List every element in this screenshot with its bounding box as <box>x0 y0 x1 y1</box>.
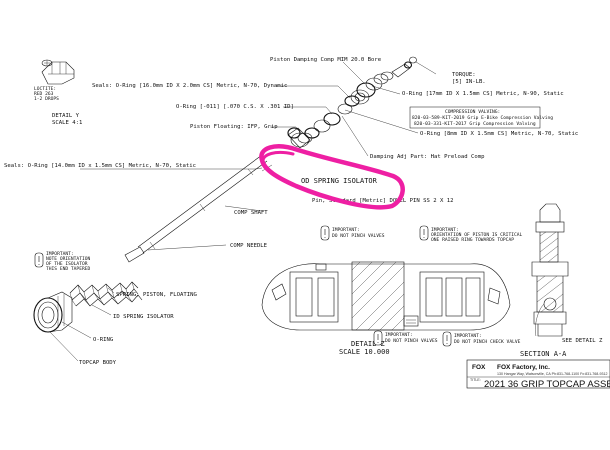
label-torque-value: [5] IN-LB. <box>452 79 486 85</box>
exclamation-icon <box>442 331 452 347</box>
note-3-line-b: ONE RAISED RING TOWARDS TOPCAP <box>431 237 514 243</box>
note-5-heading: IMPORTANT: <box>454 333 482 339</box>
company-address: 130 Hangar Way, Watsonville, CA Ph:831-7… <box>497 372 607 376</box>
floating-piston-spring <box>69 281 143 307</box>
note-pinch-check-valve: IMPORTANT: DO NOT PINCH CHECK VALVE <box>442 331 521 347</box>
label-topcap-body: TOPCAP BODY <box>79 360 117 366</box>
fox-logo-icon: FOX <box>472 364 486 371</box>
fox-logo-text: FOX <box>472 364 486 371</box>
shaft-assembly <box>33 154 268 333</box>
note-pinch-valves-top: IMPORTANT: DO NOT PINCH VALVES <box>320 225 385 241</box>
detail-z: DETAIL Z SCALE 10.000 <box>261 261 511 356</box>
label-comp-needle: COMP NEEDLE <box>230 243 268 249</box>
label-oring-011: O-Ring [-011] [.070 C.S. X .301 ID] <box>176 104 294 110</box>
valving-heading: COMPRESSION VALVING: <box>445 109 500 115</box>
company-name: FOX Factory, Inc. <box>497 364 550 371</box>
note-1-line-b: OF THE ISOLATOR <box>46 261 88 267</box>
label-seal-14: Seals: O-Ring [14.0mm ID x 1.5mm CS] Met… <box>4 163 196 169</box>
exclamation-icon <box>34 252 44 268</box>
note-2-heading: IMPORTANT: <box>332 227 360 233</box>
label-damping-adj: Damping Adj Part: Hat Preload Comp <box>370 154 485 160</box>
note-1-heading: IMPORTANT: <box>46 251 74 257</box>
loctite-spec: RED 263 <box>34 91 54 97</box>
note-2-text: DO NOT PINCH VALVES <box>332 233 385 239</box>
bolt-icon <box>41 59 75 85</box>
note-3-heading: IMPORTANT: <box>431 227 459 233</box>
label-pin-standard: Pin, Standard [Metric] DOWEL PIN SS 2 X … <box>312 198 453 204</box>
note-orientation-piston: IMPORTANT: ORIENTATION OF PISTON IS CRIT… <box>419 225 523 243</box>
label-spring-piston-floating: SPRING, PISTON, FLOATING <box>116 292 197 298</box>
note-4-heading: IMPORTANT: <box>385 332 413 338</box>
exclamation-icon <box>320 225 330 241</box>
leader-lines <box>49 61 437 362</box>
loctite-label: LOCTITE: <box>34 86 56 92</box>
highlight-markup <box>259 144 405 210</box>
title-block: FOX FOX Factory, Inc. 130 Hangar Way, Wa… <box>466 359 610 390</box>
detail-z-scale: SCALE 10.000 <box>339 348 390 356</box>
note-3-line-a: ORIENTATION OF PISTON IS CRITICAL <box>431 232 523 238</box>
label-oring-17: O-Ring [17mm ID X 1.5mm CS] Metric, N-90… <box>402 91 564 97</box>
label-piston-damping-comp: Piston Damping Comp MIM 20.0 Bore <box>270 57 382 63</box>
label-od-spring-isolator: OD SPRING ISOLATOR <box>301 177 378 185</box>
note-pinch-valves-bottom: IMPORTANT: DO NOT PINCH VALVES <box>373 330 438 346</box>
label-seal-16: Seals: O-Ring [16.0mm ID X 2.0mm CS] Met… <box>92 83 287 89</box>
note-1-line-a: NOTE ORIENTATION <box>46 256 90 262</box>
note-5-text: DO NOT PINCH CHECK VALVE <box>454 339 521 345</box>
section-a-a: SEE DETAIL Z SECTION A-A <box>520 203 603 358</box>
drawing-title: 2021 36 GRIP TOPCAP ASSEMBLIES <box>484 379 610 390</box>
exclamation-icon <box>419 225 429 241</box>
title-label: TITLE: <box>470 378 481 382</box>
label-see-detail-z: SEE DETAIL Z <box>562 338 603 344</box>
detail-z-name: DETAIL Z <box>351 340 385 348</box>
labels: Piston Damping Comp MIM 20.0 Bore TORQUE… <box>4 57 578 366</box>
detail-y-scale: SCALE 4:1 <box>52 120 82 126</box>
loctite-drops: 1-2 DROPS <box>34 96 59 102</box>
detail-y-name: DETAIL Y <box>52 113 80 119</box>
valving-line-1: 820-03-589-KIT-2019 Grip E-Bike Compress… <box>412 115 553 121</box>
label-comp-shaft: COMP SHAFT <box>234 210 268 216</box>
label-torque: TORQUE: <box>452 72 476 78</box>
label-oring-8: O-Ring [8mm ID X 1.5mm CS] Metric, N-70,… <box>420 131 578 137</box>
valving-line-2: 820-03-331-KIT-2017 Grip Compression Val… <box>414 121 536 127</box>
section-a-a-name: SECTION A-A <box>520 350 567 358</box>
note-4-text: DO NOT PINCH VALVES <box>385 338 438 344</box>
note-1-line-c: THIS END TAPERED <box>46 266 90 272</box>
label-o-ring: O-RING <box>93 337 114 343</box>
label-piston-floating-ifp: Piston Floating: IFP, Grip <box>190 124 278 130</box>
detail-y: LOCTITE: RED 263 1-2 DROPS DETAIL Y SCAL… <box>34 59 82 126</box>
exploded-stack <box>261 56 417 172</box>
valving-box: COMPRESSION VALVING: 820-03-589-KIT-2019… <box>409 106 553 129</box>
topcap-body <box>33 291 73 333</box>
exclamation-icon <box>373 330 383 346</box>
label-id-spring-isolator: ID SPRING ISOLATOR <box>113 314 174 320</box>
note-isolator: IMPORTANT: NOTE ORIENTATION OF THE ISOLA… <box>34 251 90 272</box>
